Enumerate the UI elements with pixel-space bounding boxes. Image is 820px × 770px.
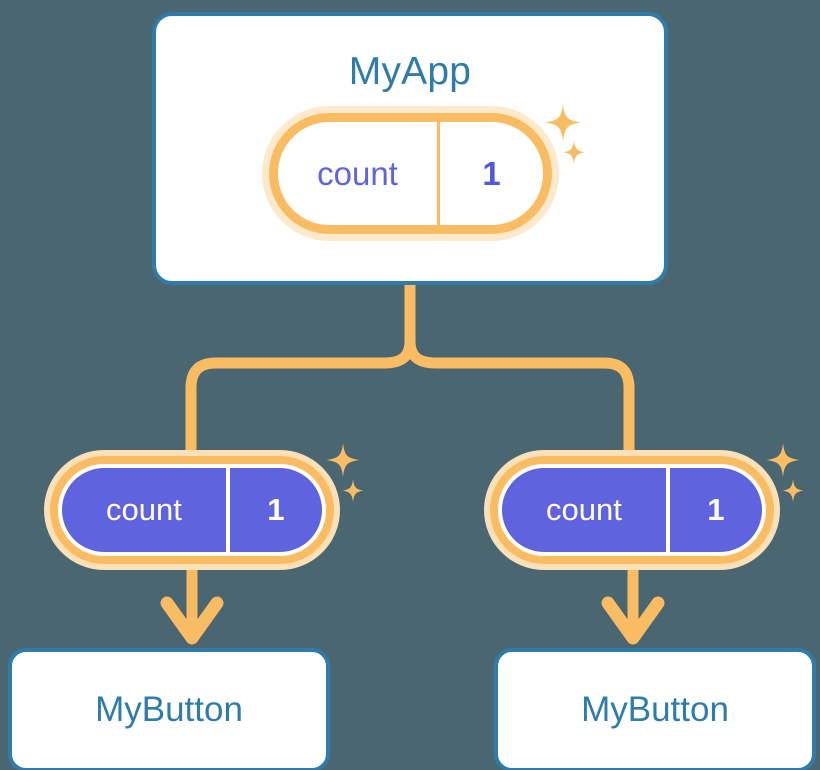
component-label: MyButton <box>95 689 243 729</box>
pill-ring <box>50 456 334 564</box>
component-card-mybutton-left[interactable]: MyButton <box>8 648 330 770</box>
arrow-right <box>601 568 665 645</box>
pill-ring <box>269 113 552 234</box>
state-value: 1 <box>437 122 543 225</box>
component-card-mybutton-right[interactable]: MyButton <box>494 648 816 770</box>
state-pill-child-right[interactable]: count 1 <box>484 450 780 570</box>
branch-line-left <box>185 340 416 452</box>
page-title: MyApp <box>348 50 472 93</box>
component-label: MyButton <box>581 689 729 729</box>
sparkle-4-point-small <box>342 479 364 503</box>
sparkle-4-point-small <box>782 479 804 503</box>
arrow-left <box>160 568 224 645</box>
state-key: count <box>545 492 622 527</box>
pill-body: count 1 <box>498 464 766 556</box>
state-key: count <box>317 154 398 192</box>
state-pill-root[interactable]: count 1 <box>262 106 559 241</box>
pill-body: count 1 <box>58 464 326 556</box>
pill-body: count 1 <box>278 122 543 225</box>
state-key: count <box>105 492 182 527</box>
state-value: 1 <box>225 468 322 552</box>
state-value: 1 <box>665 468 762 552</box>
pill-ring <box>490 456 774 564</box>
branch-line-right <box>404 340 635 452</box>
state-pill-child-left[interactable]: count 1 <box>44 450 340 570</box>
